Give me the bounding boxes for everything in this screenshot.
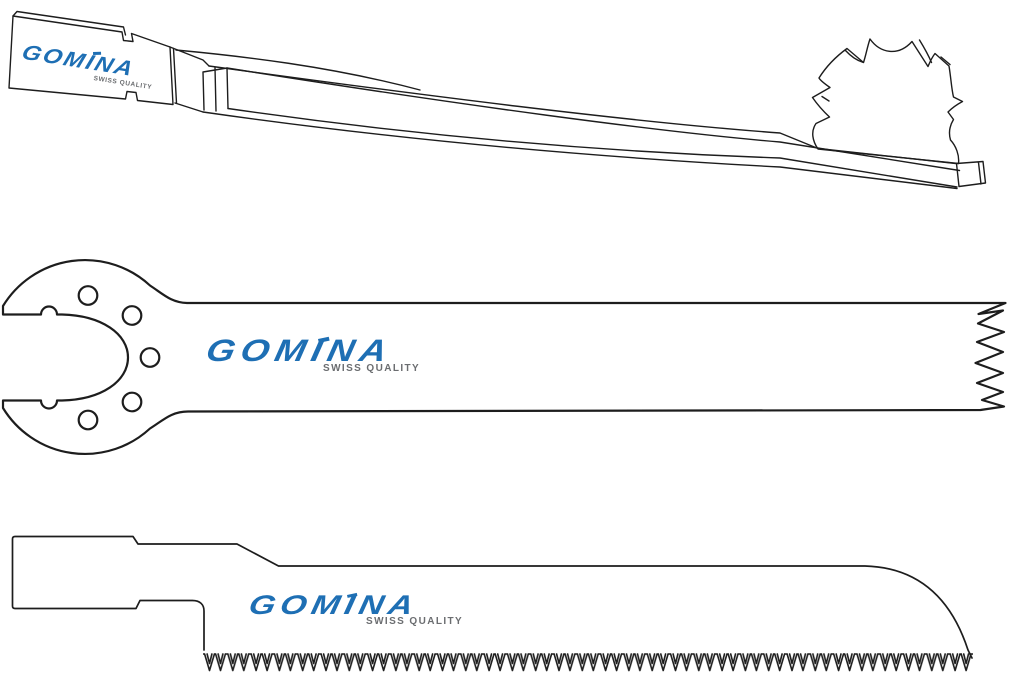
reciprocating-saw-blade-illustration xyxy=(11,535,973,674)
blade1-step-block xyxy=(202,66,229,112)
blade2-outline xyxy=(1,258,1007,456)
blade2-hub-hole xyxy=(77,409,99,431)
blade1-shank-thickness-edge xyxy=(12,10,127,36)
blade3-outline xyxy=(11,535,973,659)
blade1-crown-outline xyxy=(811,38,964,165)
gomina-logo-blade3: GOMINA xyxy=(246,590,422,620)
blade1-neck-far-edge xyxy=(175,49,421,91)
blade2-hub-hole xyxy=(121,305,143,326)
sagittal-saw-blade-illustration xyxy=(8,10,987,190)
gomina-tagline-blade2: SWISS QUALITY xyxy=(323,363,421,374)
blade3-serrated-edge xyxy=(203,650,973,674)
gomina-tagline-blade3: SWISS QUALITY xyxy=(366,616,464,627)
gomina-logo-blade2: GOMINA xyxy=(202,333,397,368)
logo-i-accent xyxy=(93,51,102,55)
blade2-hub-hole xyxy=(139,347,161,368)
blade1-shaft-mid-edge xyxy=(226,67,961,172)
blade2-hub-hole xyxy=(77,285,99,306)
blade1-shaft-lower-edge xyxy=(227,107,958,188)
blade1-shank-outline xyxy=(8,15,174,106)
blade1-neck-bottom xyxy=(174,102,204,113)
blade2-hub-hole xyxy=(121,391,143,413)
blade1-shaft-top-edge xyxy=(208,65,819,150)
blade1-crown-tooth-folds xyxy=(821,39,951,102)
blade1-shaft-bottom-edge xyxy=(202,111,958,190)
blade1-shank-edge-line xyxy=(172,47,178,104)
oscillating-saw-blade-illustration xyxy=(1,258,1007,456)
blade1-end-cap xyxy=(955,160,987,188)
blade1-neck-top xyxy=(169,46,210,67)
